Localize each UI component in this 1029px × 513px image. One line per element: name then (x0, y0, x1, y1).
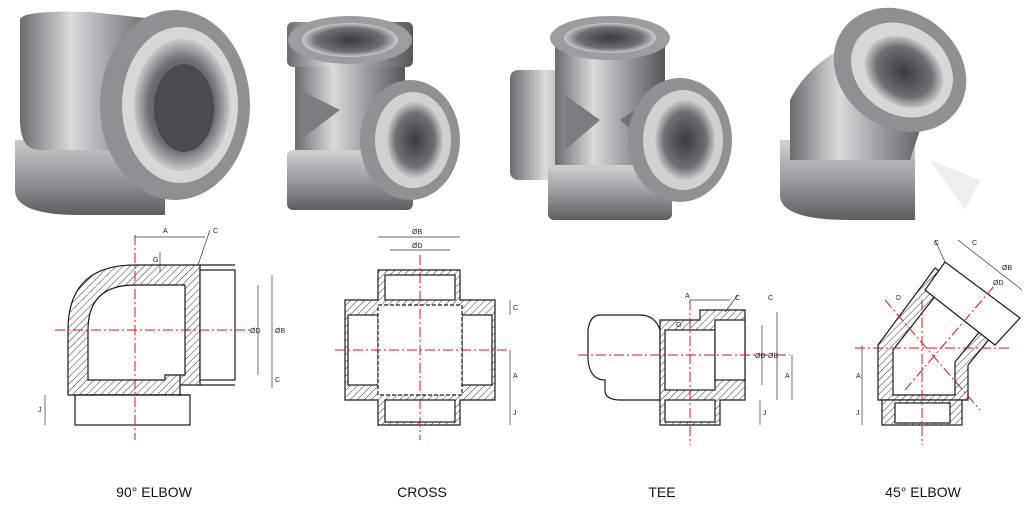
elbow-45-dim-j: J (856, 410, 860, 417)
elbow-90-dim-c2: C (275, 377, 280, 384)
cross-dim-b: ØB (412, 229, 422, 236)
tee-dim-j: J (763, 410, 767, 417)
cross-drawing: ØB ØD C A J (335, 229, 518, 440)
cross-dim-c: C (513, 305, 518, 312)
tee-dim-a2: A (785, 373, 790, 380)
caption-elbow-45: 45° ELBOW (885, 484, 961, 500)
cross-dim-a: A (513, 373, 518, 380)
elbow-90-dim-j: J (38, 407, 42, 414)
tee-dim-c: C (735, 295, 740, 302)
elbow-45-dim-a: A (856, 373, 861, 380)
tee-photo (287, 16, 460, 210)
cross-dim-d: ØD (412, 243, 423, 250)
elbow-90-dim-c: C (213, 228, 218, 235)
tee-dim-c2: C (768, 295, 773, 302)
elbow-90-dim-g: G (153, 257, 158, 264)
elbow-45-dim-b: ØB (1002, 265, 1012, 272)
cross-photo (510, 16, 732, 220)
elbow-45-dim-c: C (934, 240, 939, 247)
tee-dim-g: G (676, 322, 681, 329)
tee-dim-d: ØD (755, 353, 766, 360)
elbow-90-dim-a: A (163, 228, 168, 235)
caption-tee: TEE (648, 484, 676, 500)
caption-elbow-90: 90° ELBOW (116, 484, 192, 500)
cross-dim-j: J (513, 410, 517, 417)
elbow-45-photo (780, 7, 980, 220)
elbow-90-drawing: A C G ØD ØB C J (38, 228, 285, 440)
elbow-90-dim-b: ØB (275, 328, 285, 335)
tee-drawing: A C C G ØD ØB A J (578, 293, 793, 445)
elbow-45-dim-d2: D (896, 295, 901, 302)
caption-cross: CROSS (397, 484, 447, 500)
tee-dim-a: A (685, 293, 690, 300)
elbow-45-drawing: C C ØB ØD D A J (855, 239, 1023, 445)
elbow-90-dim-d: ØD (250, 328, 261, 335)
elbow-45-dim-c2: C (972, 240, 977, 247)
elbow-90-photo (15, 10, 250, 215)
elbow-45-dim-d: ØD (993, 280, 1004, 287)
tee-dim-b: ØB (768, 353, 778, 360)
